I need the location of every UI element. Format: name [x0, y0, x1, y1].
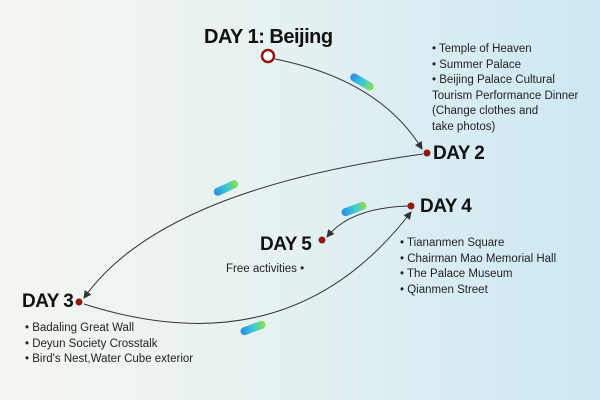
list-item: Tourism Performance Dinner — [432, 89, 579, 102]
list-item: • Bird's Nest,Water Cube exterior — [25, 353, 194, 365]
route-day2-day3 — [83, 153, 424, 299]
day3-marker — [75, 298, 83, 306]
list-item: • Temple of Heaven — [432, 43, 532, 55]
car-icon — [350, 73, 374, 91]
day2-activities: • Temple of Heaven • Summer Palace • Bei… — [432, 42, 578, 135]
list-item: • Badaling Great Wall — [25, 322, 135, 334]
list-item: • Qianmen Street — [400, 283, 488, 296]
day4-activities: • Tiananmen Square • Chairman Mao Memori… — [400, 236, 556, 298]
list-item: take photos) — [432, 120, 496, 133]
day3-title: DAY 3 — [22, 291, 74, 312]
list-item: • Beijing Palace Cultural — [432, 74, 555, 86]
day5-title: DAY 5 — [260, 234, 312, 255]
list-item: • Deyun Society Crosstalk — [25, 337, 158, 350]
day4-title: DAY 4 — [420, 196, 472, 217]
route-day4-day5 — [326, 205, 409, 238]
list-item: Free activities • — [226, 263, 305, 275]
day5-marker — [318, 236, 326, 244]
day1-marker — [260, 48, 276, 64]
day2-title: DAY 2 — [433, 143, 485, 164]
day4-marker — [407, 202, 415, 210]
car-icon — [213, 180, 239, 196]
day2-marker — [423, 149, 431, 157]
list-item: (Change clothes and — [432, 105, 539, 117]
day1-title: DAY 1: Beijing — [204, 26, 333, 48]
car-icon — [240, 320, 266, 336]
list-item: • The Palace Museum — [400, 268, 513, 280]
day5-activities: Free activities • — [226, 262, 304, 278]
car-icon — [341, 201, 367, 217]
route-day3-day4 — [83, 211, 412, 324]
route-day1-day2 — [274, 58, 423, 150]
list-item: • Chairman Mao Memorial Hall — [400, 252, 557, 265]
list-item: • Summer Palace — [432, 58, 522, 71]
day3-activities: • Badaling Great Wall • Deyun Society Cr… — [25, 321, 193, 368]
list-item: • Tiananmen Square — [400, 237, 505, 249]
